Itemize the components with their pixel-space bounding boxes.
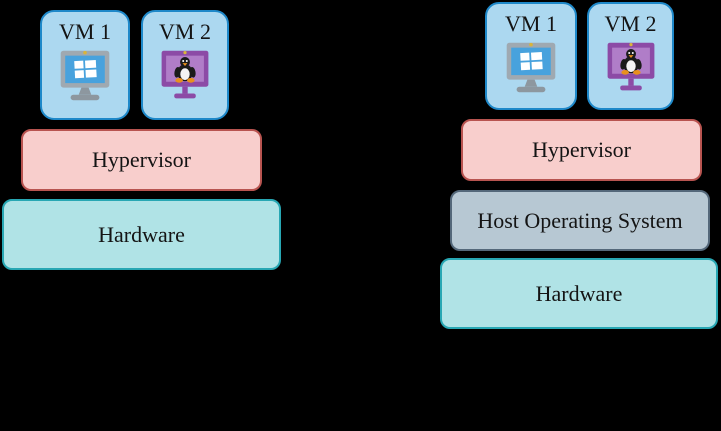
- hardware-label: Hardware: [535, 280, 623, 306]
- hardware-label: Hardware: [98, 221, 185, 247]
- windows-monitor-icon: [56, 48, 114, 102]
- hardware-box: Hardware: [2, 199, 281, 270]
- linux-monitor-icon: [156, 48, 214, 102]
- vm-label: VM 2: [159, 19, 211, 44]
- hypervisor-label: Hypervisor: [92, 147, 191, 172]
- vm-card: VM 2: [141, 10, 229, 120]
- linux-monitor-icon: [602, 40, 660, 94]
- vm-card: VM 2: [587, 2, 674, 110]
- windows-monitor-icon: [502, 40, 560, 94]
- vm-label: VM 2: [604, 11, 657, 36]
- hardware-box: Hardware: [440, 258, 718, 329]
- hypervisor-box: Hypervisor: [21, 129, 262, 191]
- vm-label: VM 1: [505, 11, 557, 36]
- host-os-box: Host Operating System: [450, 190, 710, 251]
- vm-card: VM 1: [485, 2, 577, 110]
- hypervisor-label: Hypervisor: [532, 137, 631, 162]
- host-os-label: Host Operating System: [477, 207, 683, 233]
- hypervisor-box: Hypervisor: [461, 119, 702, 181]
- vm-card: VM 1: [40, 10, 130, 120]
- vm-label: VM 1: [59, 19, 111, 44]
